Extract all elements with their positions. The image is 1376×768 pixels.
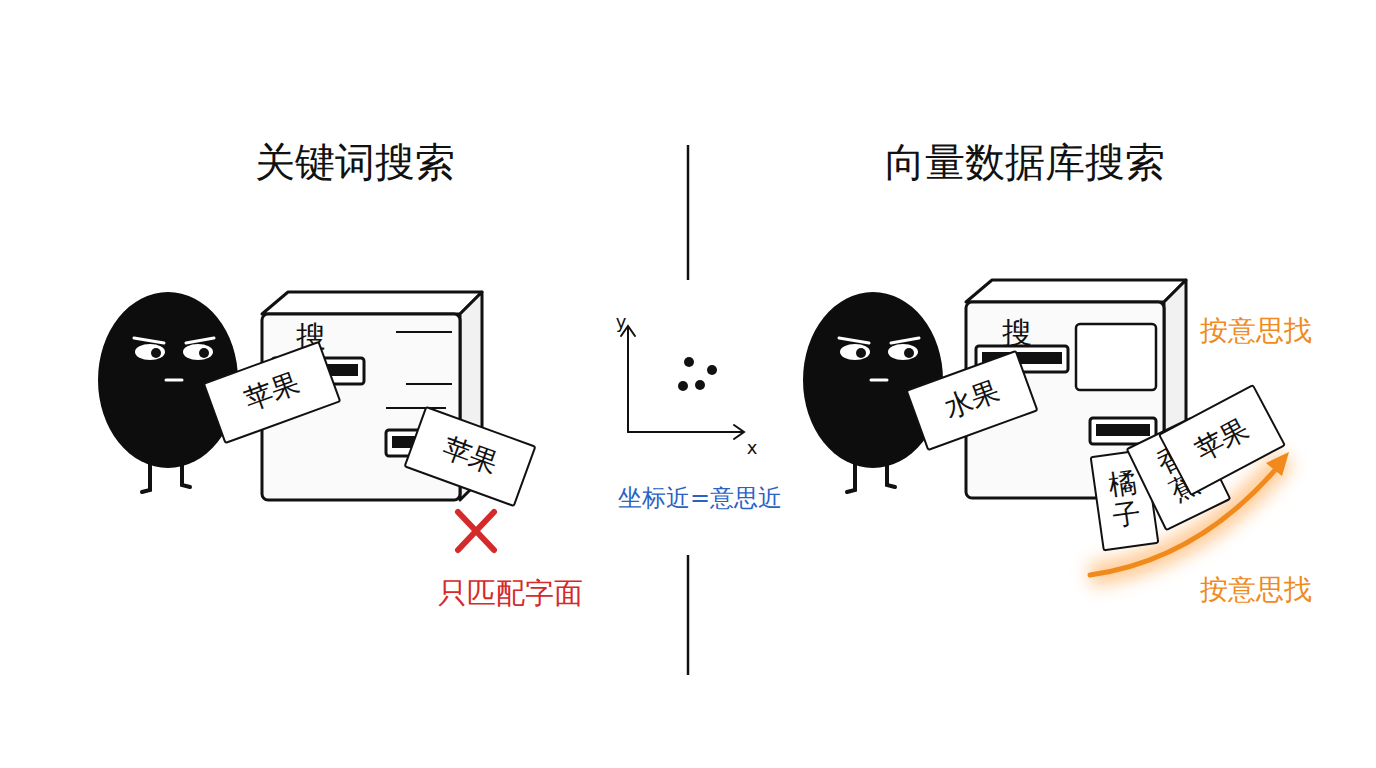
paper-text: 橘子 bbox=[1106, 468, 1142, 533]
note-text: 坐标近=意思近 bbox=[618, 485, 782, 511]
divider-line bbox=[687, 555, 690, 675]
paper-text: 水果 bbox=[940, 376, 1003, 424]
machine-label: 搜 bbox=[1002, 316, 1032, 349]
axis-label: x bbox=[747, 438, 758, 458]
axis-label: y bbox=[616, 312, 627, 332]
data-dots bbox=[678, 357, 717, 391]
mini-chart bbox=[621, 326, 744, 439]
panel-title: 关键词搜索 bbox=[255, 140, 455, 184]
panel-title: 向量数据库搜索 bbox=[885, 140, 1165, 184]
cross-mark bbox=[458, 512, 494, 550]
note-text: 按意思找 bbox=[1200, 316, 1312, 347]
paper-text: 苹果 bbox=[1190, 413, 1254, 466]
divider-line bbox=[687, 145, 690, 280]
note-text: 只匹配字面 bbox=[438, 578, 583, 610]
note-text: 按意思找 bbox=[1200, 575, 1312, 606]
paper-text: 苹果 bbox=[438, 432, 501, 480]
paper-text: 苹果 bbox=[240, 368, 303, 416]
